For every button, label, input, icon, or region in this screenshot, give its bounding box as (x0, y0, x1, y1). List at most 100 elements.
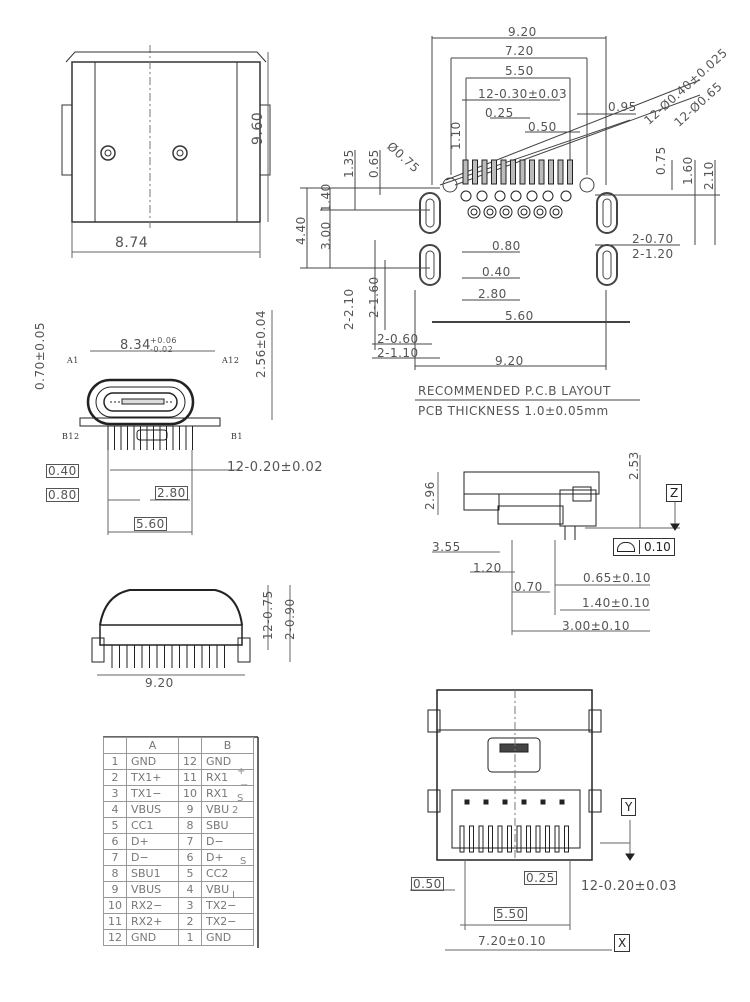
pin-label-b12: B12 (62, 432, 80, 441)
bottom-pin (564, 825, 569, 853)
pin-a-signal: GND (126, 753, 179, 770)
pcb-pin-hole (476, 190, 488, 202)
datum-x: X (614, 934, 631, 952)
table-mark-plus: + (237, 766, 246, 777)
header-side-b: B (201, 737, 254, 754)
profile-surface-icon (617, 542, 635, 552)
datum-z: Z (666, 484, 683, 502)
pin-a-signal: GND (126, 929, 179, 946)
rear-pin-length: 12-0.75 (261, 590, 275, 640)
bottom-dim-7-20: 7.20±0.10 (478, 934, 546, 948)
pin-a-signal: CC1 (126, 817, 179, 834)
pin-b-number: 10 (178, 785, 202, 802)
pcb-edge-offset: 0.95 (608, 100, 637, 114)
pcb-dim-1-60: 1.60 (681, 156, 695, 185)
pcb-overall-width: 9.20 (508, 25, 537, 39)
pcb-slot-height-bottom: 2-1.60 (367, 276, 381, 318)
bottom-pin (459, 825, 465, 853)
rear-width: 9.20 (145, 676, 174, 690)
pcb-signal-pad (529, 159, 535, 185)
pin-b-signal: TX2− (201, 913, 254, 930)
pcb-signal-pad (519, 159, 526, 185)
side-view (432, 455, 680, 635)
pcb-pitch: 0.50 (528, 120, 557, 134)
pcb-thickness-note: PCB THICKNESS 1.0±0.05mm (418, 404, 609, 418)
pin-a-number: 5 (103, 817, 127, 834)
pcb-slot-pad-bottom: 2-1.10 (377, 346, 419, 360)
pcb-signal-pad (510, 159, 516, 185)
pcb-signal-pad (472, 159, 478, 185)
pcb-pin-hole (533, 205, 547, 219)
pin-a-number: 12 (103, 929, 127, 946)
rear-tail-length: 2-0.90 (283, 598, 297, 640)
bottom-pin-width: 12-0.20±0.03 (581, 879, 678, 894)
table-mark-i: I (232, 890, 235, 901)
bottom-dim-5-50: 5.50 (494, 907, 527, 921)
side-dim-0-65: 0.65±0.10 (583, 571, 651, 585)
pcb-pin-hole (552, 208, 560, 216)
bottom-pin-tip (521, 799, 527, 805)
pcb-dim-2-80: 2.80 (478, 287, 507, 301)
pcb-pad-span: 7.20 (505, 44, 534, 58)
front-view (79, 310, 273, 535)
front-height: 2.56±0.04 (254, 310, 268, 378)
pcb-dim-0-40: 0.40 (482, 265, 511, 279)
pcb-signal-pad (567, 159, 573, 185)
pcb-dim-0-80: 0.80 (492, 239, 521, 253)
pin-a-signal: D+ (126, 833, 179, 850)
table-header-row: A B (103, 737, 254, 754)
bottom-pin-tip (464, 799, 470, 805)
pin-b-number: 4 (178, 881, 202, 898)
bottom-pin-tip (483, 799, 489, 805)
pin-b-signal: VBU (201, 801, 254, 818)
pcb-pin-hole (517, 205, 531, 219)
bottom-view (410, 689, 635, 951)
pcb-slot-width-bottom: 2-0.60 (377, 332, 419, 346)
pcb-pin-hole (467, 205, 481, 219)
pcb-pin-hole (502, 208, 510, 216)
pin-a-number: 3 (103, 785, 127, 802)
table-mark-minus: − (240, 780, 249, 791)
side-dim-3-55: 3.55 (432, 540, 461, 554)
pcb-dim-2-10: 2.10 (702, 161, 716, 190)
bottom-pin-tip (502, 799, 508, 805)
pin-b-number: 1 (178, 929, 202, 946)
bottom-dim-0-50: 0.50 (411, 877, 444, 891)
front-shell-thickness: 0.70±0.05 (33, 322, 47, 390)
pin-a-number: 2 (103, 769, 127, 786)
pcb-pin-hole (499, 205, 513, 219)
front-pitch-0-80: 0.80 (46, 488, 79, 502)
front-pitch-0-40: 0.40 (46, 464, 79, 478)
pcb-pin-hole (520, 208, 528, 216)
pin-a-number: 7 (103, 849, 127, 866)
pcb-pin-length: 1.10 (449, 121, 463, 150)
pcb-signal-pad (491, 159, 497, 185)
pcb-dim-5-60: 5.60 (505, 309, 534, 323)
side-top-to-board: 2.53 (627, 451, 641, 480)
pin-a-signal: RX2+ (126, 913, 179, 930)
pin-a-number: 9 (103, 881, 127, 898)
header-side-a: A (126, 737, 179, 754)
pcb-signal-pad (557, 159, 564, 185)
pin-a-signal: VBUS (126, 801, 179, 818)
pcb-signal-pad (548, 159, 554, 185)
table-mark-s2: S (240, 856, 247, 867)
pcb-pin-hole (494, 190, 506, 202)
front-dim-5-60: 5.60 (134, 517, 167, 531)
pin-b-signal: SBU (201, 817, 254, 834)
pin-b-signal: GND (201, 753, 254, 770)
side-dim-3-00: 3.00±0.10 (562, 619, 630, 633)
pin-a-number: 1 (103, 753, 127, 770)
pin-a-number: 6 (103, 833, 127, 850)
front-dim-2-80: 2.80 (155, 486, 188, 500)
pcb-dim-1-40: 1.40 (319, 183, 333, 212)
datum-y: Y (621, 798, 637, 816)
